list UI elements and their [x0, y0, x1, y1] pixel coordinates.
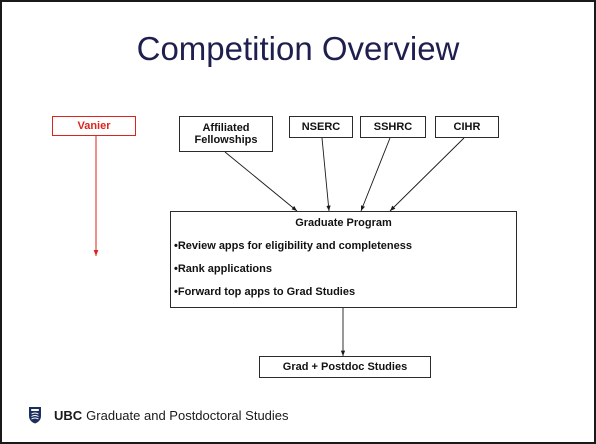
affiliated-fellowships-box: Affiliated Fellowships: [179, 116, 273, 152]
footer-unit: Graduate and Postdoctoral Studies: [86, 407, 289, 423]
arrow-affiliated: [224, 151, 298, 212]
vanier-label: Vanier: [77, 120, 111, 132]
cihr-label: CIHR: [453, 121, 481, 133]
slide-title: Competition Overview: [136, 30, 460, 67]
program-step-rank: •Rank applications: [174, 263, 272, 275]
arrow-sshrc: [360, 137, 391, 212]
graduate-program-title: Graduate Program: [295, 217, 392, 229]
arrow-cihr: [389, 137, 465, 212]
footer: UBC Graduate and Postdoctoral Studies: [28, 406, 289, 424]
arrow-nserc: [321, 137, 331, 212]
sshrc-label: SSHRC: [373, 121, 413, 133]
vanier-box: Vanier: [52, 116, 136, 136]
affiliated-label-line1: Affiliated: [202, 122, 250, 134]
graduate-program-box: Graduate Program •Review apps for eligib…: [170, 211, 517, 308]
grad-postdoc-studies-label: Grad + Postdoc Studies: [282, 361, 408, 373]
cihr-box: CIHR: [435, 116, 499, 138]
affiliated-label-line2: Fellowships: [194, 134, 258, 146]
nserc-label: NSERC: [301, 121, 341, 133]
sshrc-box: SSHRC: [360, 116, 426, 138]
grad-postdoc-studies-box: Grad + Postdoc Studies: [259, 356, 431, 378]
ubc-crest-icon: [29, 407, 41, 424]
program-step-forward: •Forward top apps to Grad Studies: [174, 286, 356, 298]
program-step-review: •Review apps for eligibility and complet…: [174, 240, 412, 252]
footer-org: UBC: [54, 407, 83, 423]
nserc-box: NSERC: [289, 116, 353, 138]
